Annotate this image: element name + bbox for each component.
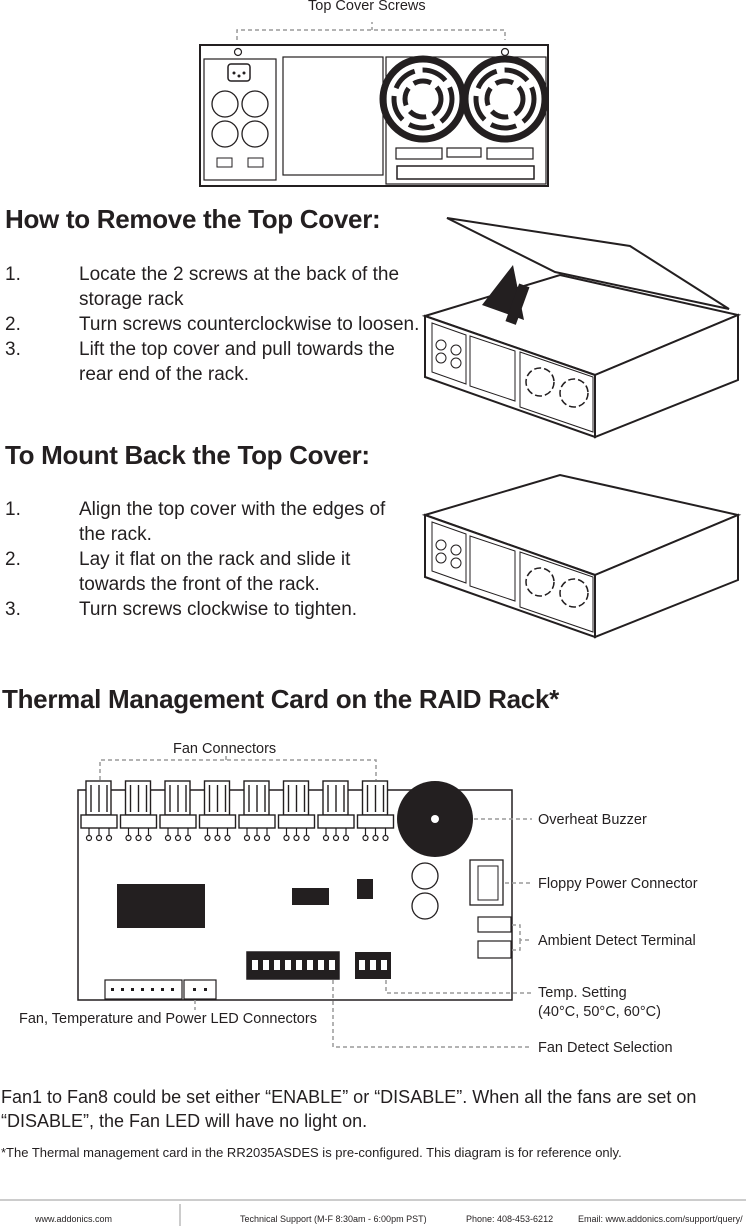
fan-connector <box>159 780 197 842</box>
overheat-buzzer-label: Overheat Buzzer <box>538 812 647 828</box>
fan-connector <box>356 780 395 842</box>
ambient-detect-label: Ambient Detect Terminal <box>538 933 696 949</box>
led-connectors-label: Fan, Temperature and Power LED Connector… <box>19 1011 317 1027</box>
footer-support: Technical Support (M-F 8:30am - 6:00pm P… <box>240 1214 427 1224</box>
led-pin <box>151 988 154 991</box>
thermal-card-heading: Thermal Management Card on the RAID Rack… <box>2 684 559 714</box>
footnote: *The Thermal management card in the RR20… <box>1 1145 622 1160</box>
rack-closed-illustration <box>421 473 742 639</box>
list-item: 2.Turn screws counterclockwise to loosen… <box>5 314 420 335</box>
dip-switch <box>307 960 313 970</box>
dip-switch <box>252 960 258 970</box>
fan-connectors-label: Fan Connectors <box>173 741 277 757</box>
fan-connector <box>198 780 237 842</box>
list-item: 3.Turn screws clockwise to tighten. <box>5 599 358 620</box>
fan-detect-label: Fan Detect Selection <box>538 1040 673 1056</box>
temp-values-label: (40°C, 50°C, 60°C) <box>538 1004 661 1020</box>
fan-connector <box>119 780 158 842</box>
fan-enable-note: Fan1 to Fan8 could be set either “ENABLE… <box>1 1087 697 1131</box>
dip-switch <box>263 960 269 970</box>
led-pin <box>161 988 164 991</box>
led-pin <box>204 988 207 991</box>
led-pin <box>193 988 196 991</box>
dip-switch <box>296 960 302 970</box>
fan-connector <box>317 780 355 842</box>
list-item: 3.Lift the top cover and pull towards th… <box>5 339 395 385</box>
led-pin <box>131 988 134 991</box>
list-item: 1.Align the top cover with the edges of … <box>5 499 386 545</box>
footer-email: Email: www.addonics.com/support/query/ <box>578 1214 743 1224</box>
dip-switch <box>274 960 280 970</box>
fan-connector <box>238 780 276 842</box>
dip-switch <box>359 960 365 970</box>
dip-switch <box>329 960 335 970</box>
remove-cover-heading: How to Remove the Top Cover: <box>5 204 381 234</box>
footer-phone: Phone: 408-453-6212 <box>466 1214 554 1224</box>
temp-setting-label: Temp. Setting <box>538 985 627 1001</box>
list-item: 1.Locate the 2 screws at the back of the… <box>5 264 400 310</box>
led-pin <box>111 988 114 991</box>
mount-cover-heading: To Mount Back the Top Cover: <box>5 440 370 470</box>
led-pin <box>141 988 144 991</box>
mount-steps-list: 1.Align the top cover with the edges of … <box>0 497 408 622</box>
dip-switch <box>370 960 376 970</box>
footer-website: www.addonics.com <box>35 1214 113 1224</box>
dip-switch <box>318 960 324 970</box>
fan-connector <box>80 780 118 842</box>
fan-connector <box>277 780 316 842</box>
led-pin <box>121 988 124 991</box>
rack-rear-panel <box>199 22 549 187</box>
floppy-power-label: Floppy Power Connector <box>538 876 698 892</box>
thermal-card-diagram <box>77 756 532 1048</box>
top-cover-screws-label: Top Cover Screws <box>308 0 426 14</box>
fan-connector-row <box>80 780 395 842</box>
dip-switch <box>381 960 387 970</box>
remove-steps-list: 1.Locate the 2 screws at the back of the… <box>0 262 420 387</box>
dip-switch <box>285 960 291 970</box>
led-pin <box>171 988 174 991</box>
rack-open-illustration <box>421 217 742 439</box>
list-item: 2.Lay it flat on the rack and slide it t… <box>5 549 351 595</box>
